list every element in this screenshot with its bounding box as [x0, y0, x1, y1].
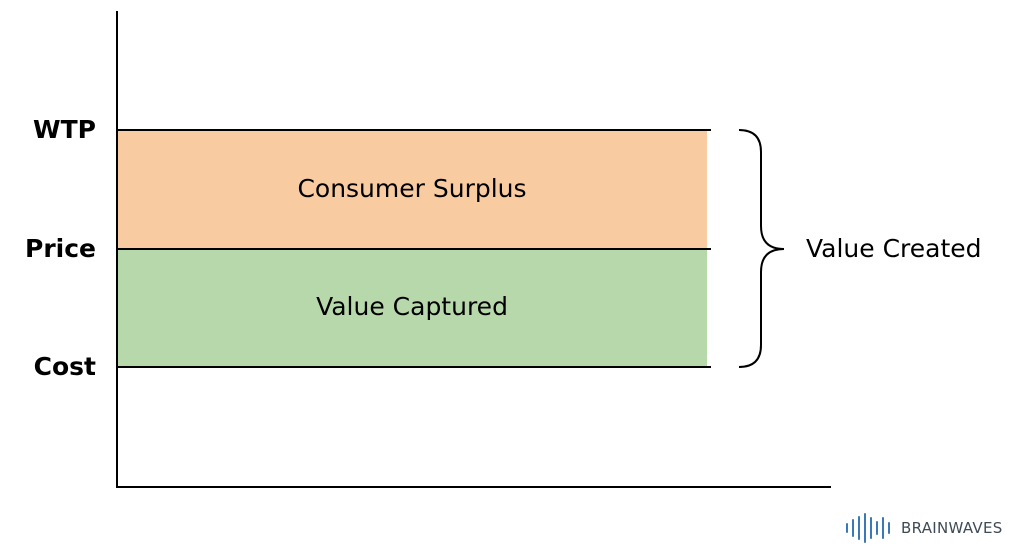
cost-label: Cost: [33, 352, 96, 381]
soundwave-bars-icon: [846, 513, 890, 543]
price-label: Price: [25, 234, 96, 263]
consumer-surplus-label: Consumer Surplus: [297, 174, 527, 203]
value-captured-label: Value Captured: [316, 292, 508, 321]
wtp-label: WTP: [33, 115, 96, 144]
value-captured-region: [117, 249, 707, 367]
brand-logo: BRAINWAVES: [845, 513, 1003, 543]
brand-name: BRAINWAVES: [901, 519, 1003, 537]
consumer-surplus-region: [117, 130, 707, 249]
curly-brace: [738, 129, 785, 368]
value-created-label: Value Created: [806, 234, 982, 263]
